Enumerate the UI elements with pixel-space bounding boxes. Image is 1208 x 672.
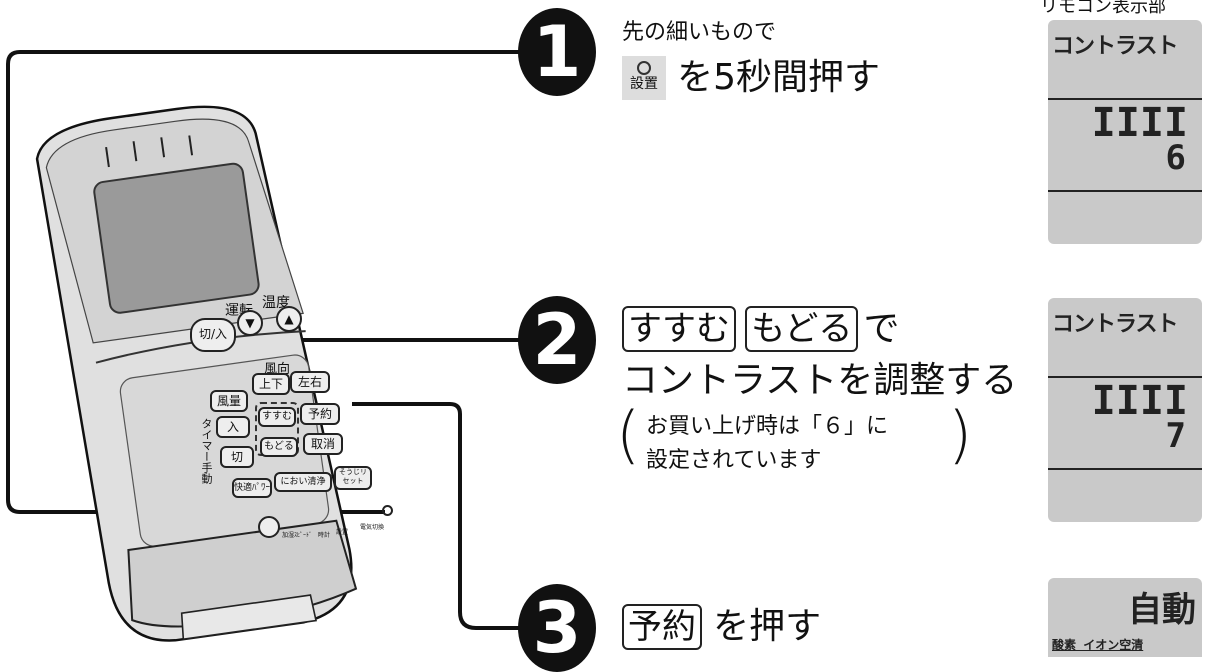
lcd2-value: 7: [1165, 416, 1186, 456]
modoru-button[interactable]: もどる: [260, 437, 298, 457]
step3-number: 3: [518, 584, 596, 672]
step3-line: 予約 を押す: [622, 604, 821, 650]
step1-line2: 設置 を5秒間押す: [622, 56, 880, 100]
fan-button[interactable]: 風量: [210, 390, 248, 412]
nioi-button[interactable]: におい清浄: [274, 472, 332, 492]
step2-line2: コントラストを調整する: [622, 360, 1018, 401]
step3-instruction: を押す: [713, 606, 822, 648]
remote-label-clock: 時計: [318, 532, 331, 539]
set-button-ring-icon: [637, 61, 651, 75]
lcd1-bars: IIII: [1091, 100, 1188, 146]
step2-note-line2: 設定されています: [646, 448, 822, 473]
step1-instruction: を5秒間押す: [677, 57, 880, 99]
lcd-panel-1: コントラスト IIII 6: [1048, 20, 1202, 244]
souji-reset-button[interactable]: そうじリセット: [334, 466, 372, 490]
lcd2-top-text: コントラスト: [1052, 312, 1179, 337]
lcd2-divider-top: [1048, 376, 1202, 378]
step1-line1: 先の細いもので: [622, 20, 777, 45]
lcd1-divider-bottom: [1048, 190, 1202, 192]
kaiteki-button[interactable]: 快適ﾊﾟﾜｰ: [232, 478, 272, 498]
set-button-label: 設置: [630, 76, 658, 92]
connector-step1: [6, 50, 560, 514]
timer-off-button[interactable]: 切: [220, 446, 254, 468]
lcd3-top-text: 自動: [1128, 590, 1196, 630]
step2-note-line1: お買い上げ時は「６」に: [646, 414, 889, 439]
remote-label-switch: 電気切換: [360, 524, 385, 531]
note-close-paren: ): [948, 398, 973, 471]
lcd3-bottom-text: 酸素 イオン空清: [1052, 638, 1144, 652]
step2-line1: すすむ もどる で: [622, 306, 900, 352]
susumu-keycap: すすむ: [622, 306, 736, 352]
set-button-chip: 設置: [622, 56, 666, 100]
leftright-button[interactable]: 左右: [290, 371, 330, 393]
lcd-panel-3: 自動 酸素 イオン空清: [1048, 578, 1202, 657]
step2-number: 2: [518, 296, 596, 384]
lcd2-divider-bottom: [1048, 468, 1202, 470]
remote-small-round-button[interactable]: [258, 516, 280, 538]
updown-button[interactable]: 上下: [252, 373, 290, 395]
remote-label-bottom-left: 加湿ｽﾋﾟｰﾄﾞ: [282, 532, 313, 539]
cancel-button[interactable]: 取消: [303, 433, 343, 455]
lcd1-divider-top: [1048, 98, 1202, 100]
temp-up-button[interactable]: ▲: [276, 306, 302, 332]
remote-onoff-button[interactable]: 切/入: [190, 318, 236, 352]
temp-down-button[interactable]: ▼: [237, 310, 263, 336]
modoru-keycap: もどる: [745, 306, 859, 352]
remote-label-set: 設置: [336, 529, 349, 536]
remote-label-timer: タイマー手動: [200, 418, 213, 484]
lcd1-value: 6: [1165, 138, 1186, 178]
lcd-panel-2: コントラスト IIII 7: [1048, 298, 1202, 522]
step1-number: 1: [518, 8, 596, 96]
yoyaku-button[interactable]: 予約: [300, 403, 340, 425]
note-open-paren: (: [616, 398, 641, 471]
lcd2-bars: IIII: [1091, 378, 1188, 424]
set-hole-button[interactable]: [382, 505, 393, 516]
susumu-button[interactable]: すすむ: [258, 407, 296, 427]
remote-control: [35, 105, 358, 642]
lcd-panel-header: リモコン表示部: [1040, 0, 1166, 17]
lcd1-top-text: コントラスト: [1052, 34, 1179, 59]
step2-key-suffix: で: [863, 308, 900, 350]
remote-screen: [93, 162, 260, 314]
yoyaku-keycap: 予約: [622, 604, 702, 650]
timer-on-button[interactable]: 入: [216, 416, 250, 438]
diagram-canvas: [6, 50, 560, 642]
connector-step3: [352, 402, 560, 630]
